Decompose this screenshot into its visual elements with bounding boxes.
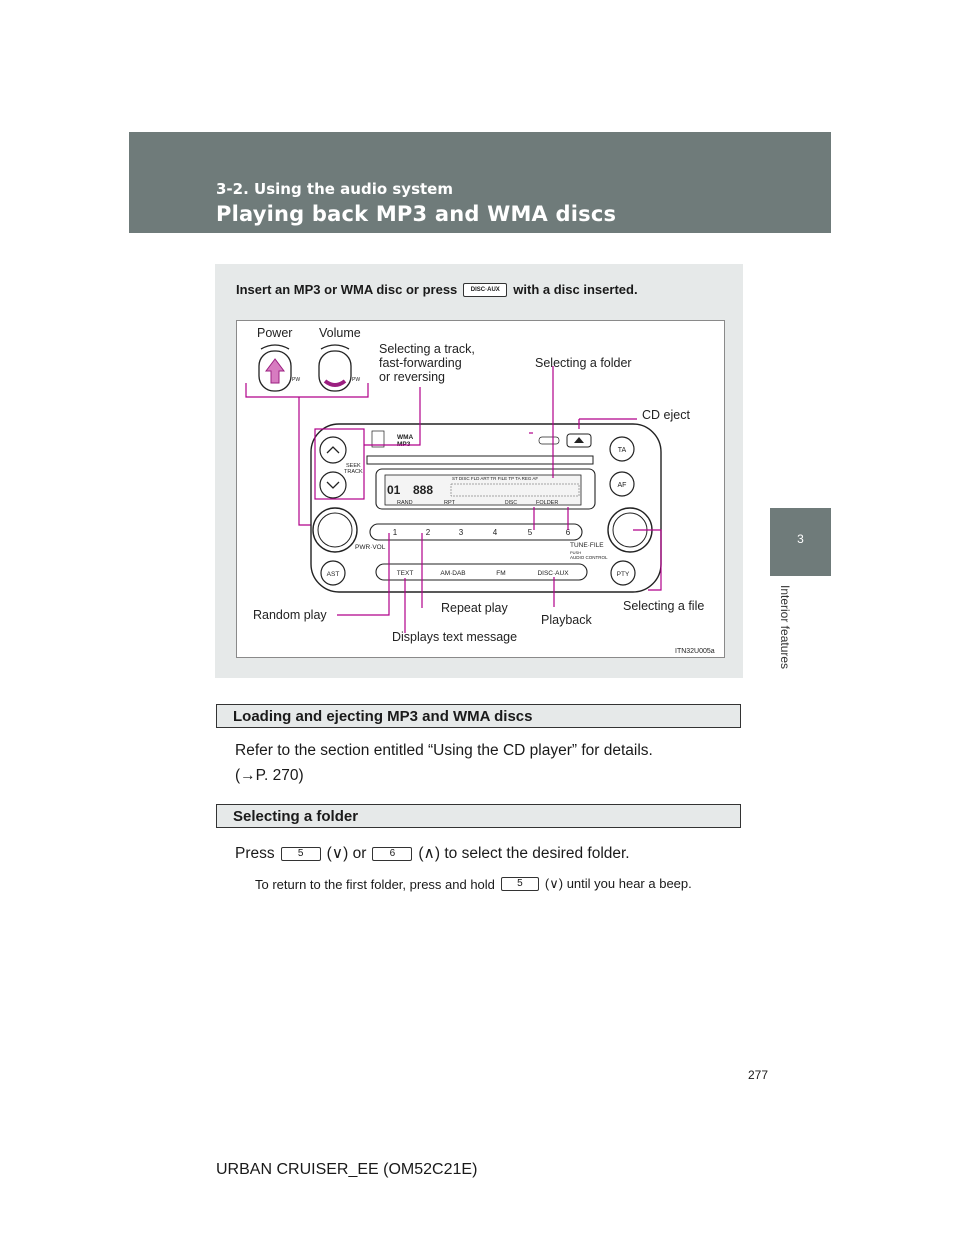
display-indicators: ST DISC FLD ART TR FILE TP TA REG AF — [452, 476, 538, 481]
callout-track-1: Selecting a track, — [379, 342, 475, 356]
display-digits-icon: 888 — [413, 483, 433, 497]
audio-head-unit: ST DISC FLD ART TR FILE TP TA REG AF 01 … — [310, 423, 662, 593]
page-number: 277 — [748, 1068, 769, 1082]
folder-note: To return to the first folder, press and… — [255, 876, 692, 892]
chapter-number: 3 — [797, 532, 804, 546]
footer-model-code: URBAN CRUISER_EE (OM52C21E) — [216, 1161, 478, 1178]
audio-unit-illustration: PW PW ST DISC FLD ART TR FILE TP TA REG … — [245, 326, 715, 655]
display-segment-icon: 01 — [387, 483, 401, 497]
note-after: (∨) until you hear a beep. — [544, 876, 692, 891]
chapter-tab[interactable]: 3 — [770, 508, 831, 576]
callout-displays-text: Displays text message — [392, 630, 517, 644]
preset-4-label: 4 — [493, 528, 498, 537]
heading-loading-ejecting: Loading and ejecting MP3 and WMA discs — [216, 704, 741, 728]
callout-playback: Playback — [541, 613, 592, 627]
display-folder: FOLDER — [536, 500, 558, 506]
preset-1-label: 1 — [393, 528, 398, 537]
source-button-1-label: TEXT — [397, 570, 414, 577]
tune-file-label: TUNE·FILE — [570, 542, 604, 549]
note-preset-5-key-icon: 5 — [500, 877, 539, 891]
ta-button-label: TA — [618, 447, 627, 454]
note-before: To return to the first folder, press and… — [255, 876, 495, 892]
pty-button-label: PTY — [617, 571, 630, 578]
folder-instruction: Press 5 (∨) or 6 (∧) to select the desir… — [235, 844, 630, 863]
push-label: PUSH — [570, 550, 581, 555]
preset-5-label: 5 — [528, 528, 533, 537]
heading-selecting-folder: Selecting a folder — [216, 804, 741, 828]
up-text: (∧) to select the desired folder. — [418, 845, 630, 862]
callout-repeat-play: Repeat play — [441, 601, 508, 615]
seek-label: SEEK — [346, 463, 361, 469]
caption-text-before: Insert an MP3 or WMA disc or press — [236, 282, 458, 297]
ast-button-label: AST — [327, 571, 340, 578]
preset-button-labels: 1 2 3 4 5 6 — [393, 528, 571, 537]
source-button-2-label: AM·DAB — [440, 570, 465, 577]
callout-power: Power — [257, 326, 292, 340]
source-button-labels: TEXT AM·DAB FM DISC·AUX — [397, 570, 570, 577]
callout-labels: Power Volume Selecting a track, fast-for… — [253, 326, 704, 644]
preset-6-key-icon: 6 — [372, 846, 413, 861]
track-label: TRACK — [344, 469, 363, 475]
preset-2-label: 2 — [426, 528, 431, 537]
preset-3-label: 3 — [459, 528, 464, 537]
header-band — [129, 132, 831, 233]
source-button-4-label: DISC·AUX — [537, 570, 569, 577]
preset-5-key-icon: 5 — [280, 846, 321, 861]
callout-track-3: or reversing — [379, 370, 445, 384]
source-button-3-label: FM — [496, 570, 505, 577]
callout-selecting-file: Selecting a file — [623, 599, 704, 613]
page-title: Playing back MP3 and WMA discs — [216, 202, 617, 226]
callout-random-play: Random play — [253, 608, 327, 622]
display-rpt: RPT — [444, 500, 456, 506]
svg-text:PW: PW — [292, 377, 300, 383]
preset-6-label: 6 — [566, 528, 571, 537]
volume-knob-detail: PW — [318, 344, 360, 392]
audio-control-label: AUDIO CONTROL — [570, 555, 608, 560]
image-code: ITN32U005a — [675, 648, 715, 655]
display-rand: RAND — [397, 500, 413, 506]
af-button-label: AF — [618, 482, 627, 489]
svg-text:PW: PW — [352, 377, 360, 383]
down-text: (∨) or — [326, 845, 367, 862]
callout-track-2: fast-forwarding — [379, 356, 462, 370]
audio-unit-diagram: PW PW ST DISC FLD ART TR FILE TP TA REG … — [236, 320, 725, 658]
disc-aux-key-icon: DISC·AUX — [463, 282, 508, 297]
callout-lines — [314, 366, 662, 633]
loading-body-line1: Refer to the section entitled “Using the… — [235, 742, 653, 759]
pwr-vol-label: PWR·VOL — [355, 544, 386, 551]
press-text: Press — [235, 844, 275, 862]
callout-folder: Selecting a folder — [535, 356, 632, 370]
power-knob-detail: PW — [258, 344, 300, 392]
figure-caption: Insert an MP3 or WMA disc or press DISC·… — [236, 282, 638, 297]
loading-body-line2: (→P. 270) — [235, 767, 304, 785]
display-disc: DISC — [505, 500, 517, 506]
callout-cd-eject: CD eject — [642, 408, 690, 422]
page-reference-link[interactable]: (→P. 270) — [235, 767, 304, 784]
wma-logo: WMA — [397, 434, 414, 441]
callout-volume: Volume — [319, 326, 361, 340]
caption-text-after: with a disc inserted. — [513, 282, 638, 297]
chapter-name: Interior features — [778, 585, 792, 670]
section-label: 3-2. Using the audio system — [216, 180, 453, 198]
